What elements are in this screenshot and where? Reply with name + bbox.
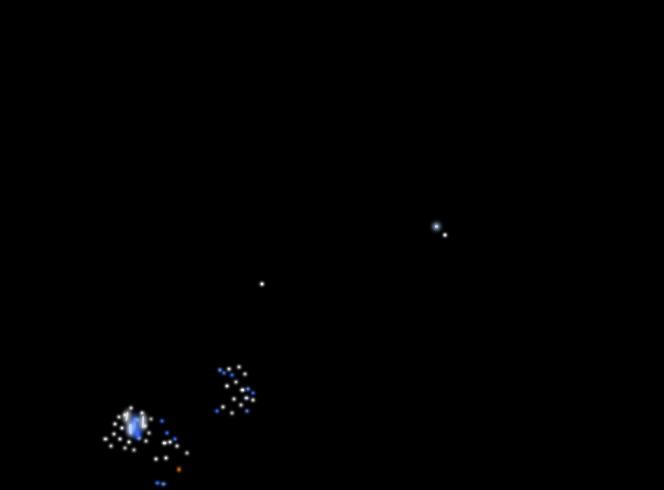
light-point: [148, 432, 150, 434]
light-streak: [141, 415, 145, 429]
light-point: [163, 442, 166, 444]
light-point: [130, 407, 132, 409]
light-point: [222, 406, 224, 408]
light-point: [110, 445, 112, 447]
light-point: [124, 447, 126, 449]
light-point: [186, 452, 188, 454]
light-point: [235, 381, 237, 383]
light-point: [169, 441, 171, 443]
light-point: [166, 432, 168, 434]
light-point: [244, 373, 246, 375]
light-point: [245, 397, 248, 399]
light-streak: [132, 417, 137, 433]
light-point: [231, 374, 233, 376]
light-point: [113, 433, 115, 435]
light-point: [178, 468, 180, 471]
light-point: [241, 389, 244, 391]
light-point: [118, 416, 120, 418]
light-point: [155, 458, 157, 460]
light-point: [104, 438, 107, 440]
light-streak: [135, 429, 140, 438]
light-point: [252, 399, 254, 401]
light-point: [133, 449, 135, 451]
light-point: [156, 482, 159, 484]
light-point: [176, 445, 178, 447]
light-point: [150, 418, 152, 420]
light-point: [228, 368, 230, 370]
light-point: [238, 366, 240, 368]
light-point: [233, 398, 235, 400]
light-point: [136, 419, 138, 421]
light-point: [240, 404, 242, 406]
light-point: [161, 420, 163, 422]
light-point: [216, 410, 218, 412]
light-streak: [125, 411, 129, 422]
light-point: [144, 425, 146, 427]
light-point: [435, 225, 438, 228]
light-point: [246, 410, 248, 412]
light-point: [128, 441, 130, 443]
light-point: [252, 392, 254, 394]
light-point: [223, 372, 225, 374]
light-point: [145, 440, 147, 442]
light-point: [226, 385, 228, 387]
light-point: [165, 457, 167, 459]
light-point: [174, 438, 176, 440]
light-point: [162, 483, 165, 485]
light-point: [141, 412, 143, 414]
light-streak: [128, 423, 133, 435]
light-point: [124, 414, 126, 416]
light-point: [219, 369, 221, 371]
light-point: [114, 423, 116, 425]
light-point: [231, 412, 233, 414]
light-point: [444, 234, 446, 236]
light-point: [138, 437, 140, 439]
light-point: [261, 283, 263, 285]
light-point: [121, 427, 123, 429]
light-point: [119, 438, 121, 440]
light-point: [247, 388, 249, 390]
